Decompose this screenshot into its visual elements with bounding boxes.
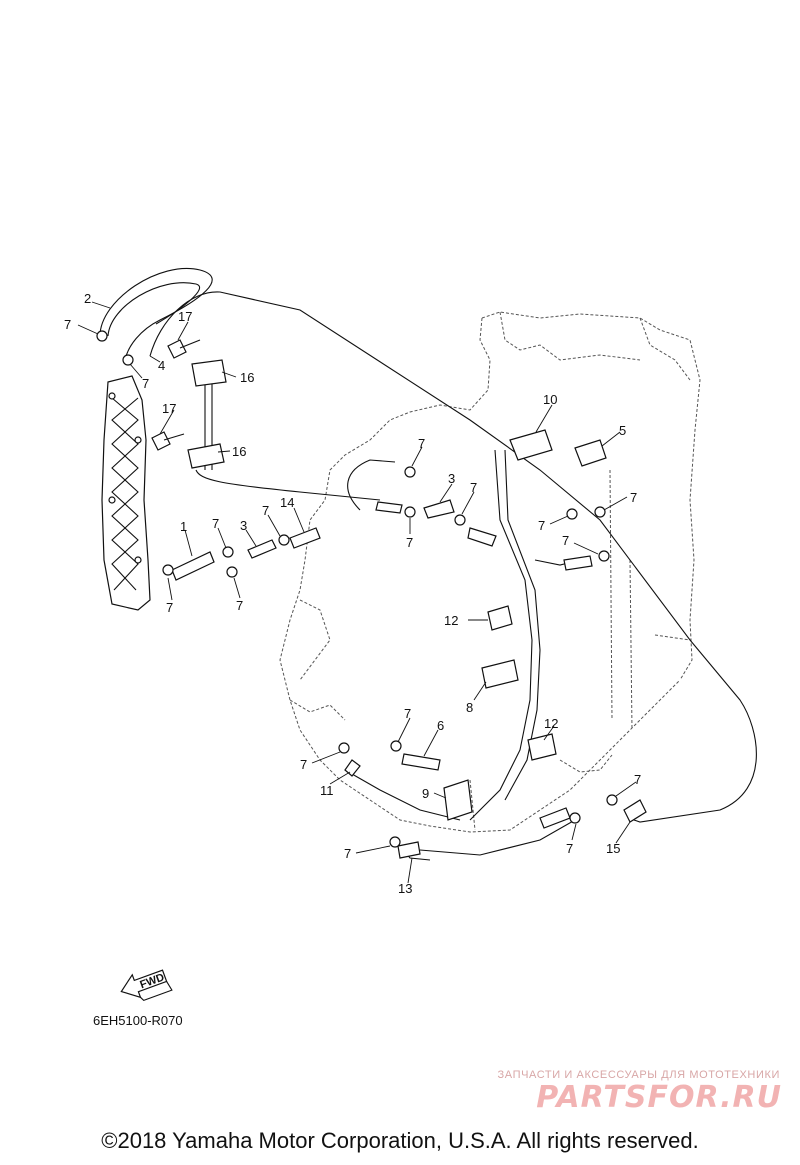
callout-5[interactable]: 5 xyxy=(619,423,626,438)
callout-6[interactable]: 6 xyxy=(437,718,444,733)
callout-7[interactable]: 7 xyxy=(262,503,269,518)
callout-1[interactable]: 1 xyxy=(180,519,187,534)
callout-16a[interactable]: 16 xyxy=(240,370,254,385)
callout-8[interactable]: 8 xyxy=(466,700,473,715)
fwd-arrow-icon: FWD xyxy=(120,969,173,1002)
callout-11[interactable]: 11 xyxy=(320,783,334,798)
callout-7[interactable]: 7 xyxy=(166,600,173,615)
callout-12b[interactable]: 12 xyxy=(544,716,558,731)
watermark-tagline: ЗАПЧАСТИ И АКСЕССУАРЫ ДЛЯ МОТОТЕХНИКИ xyxy=(497,1069,780,1081)
callout-4[interactable]: 4 xyxy=(158,358,165,373)
callout-7[interactable]: 7 xyxy=(566,841,573,856)
callout-2[interactable]: 2 xyxy=(84,291,91,306)
engine-block-outline xyxy=(279,311,701,833)
callout-7[interactable]: 7 xyxy=(212,516,219,531)
watermark-brand[interactable]: PARTSFOR.RU xyxy=(536,1080,782,1115)
diagram-code: 6EH5100-R070 xyxy=(93,1013,183,1028)
callout-7[interactable]: 7 xyxy=(142,376,149,391)
callout-7[interactable]: 7 xyxy=(418,436,425,451)
leader-lines xyxy=(77,301,637,884)
fwd-label: FWD xyxy=(138,971,166,991)
callout-13[interactable]: 13 xyxy=(398,881,412,896)
callout-12a[interactable]: 12 xyxy=(444,613,458,628)
callout-7[interactable]: 7 xyxy=(300,757,307,772)
callout-7[interactable]: 7 xyxy=(236,598,243,613)
callout-17b[interactable]: 17 xyxy=(162,401,176,416)
callout-7[interactable]: 7 xyxy=(630,490,637,505)
callout-9[interactable]: 9 xyxy=(422,786,429,801)
callout-7[interactable]: 7 xyxy=(538,518,545,533)
part-shapes xyxy=(96,330,647,859)
callout-7[interactable]: 7 xyxy=(344,846,351,861)
callout-16b[interactable]: 16 xyxy=(232,444,246,459)
callout-10[interactable]: 10 xyxy=(543,392,557,407)
callout-3b[interactable]: 3 xyxy=(448,471,455,486)
callout-17a[interactable]: 17 xyxy=(178,309,192,324)
callout-14[interactable]: 14 xyxy=(280,495,294,510)
callout-7[interactable]: 7 xyxy=(406,535,413,550)
callouts: 2 7 7 4 17 16 17 16 1 7 3 7 14 7 7 7 3 7… xyxy=(64,291,641,896)
callout-7[interactable]: 7 xyxy=(470,480,477,495)
callout-7[interactable]: 7 xyxy=(64,317,71,332)
callout-7[interactable]: 7 xyxy=(634,772,641,787)
callout-7[interactable]: 7 xyxy=(562,533,569,548)
gasket-plate xyxy=(101,375,151,611)
callout-7[interactable]: 7 xyxy=(404,706,411,721)
callout-3a[interactable]: 3 xyxy=(240,518,247,533)
callout-15[interactable]: 15 xyxy=(606,841,620,856)
copyright-notice: ©2018 Yamaha Motor Corporation, U.S.A. A… xyxy=(101,1128,699,1153)
